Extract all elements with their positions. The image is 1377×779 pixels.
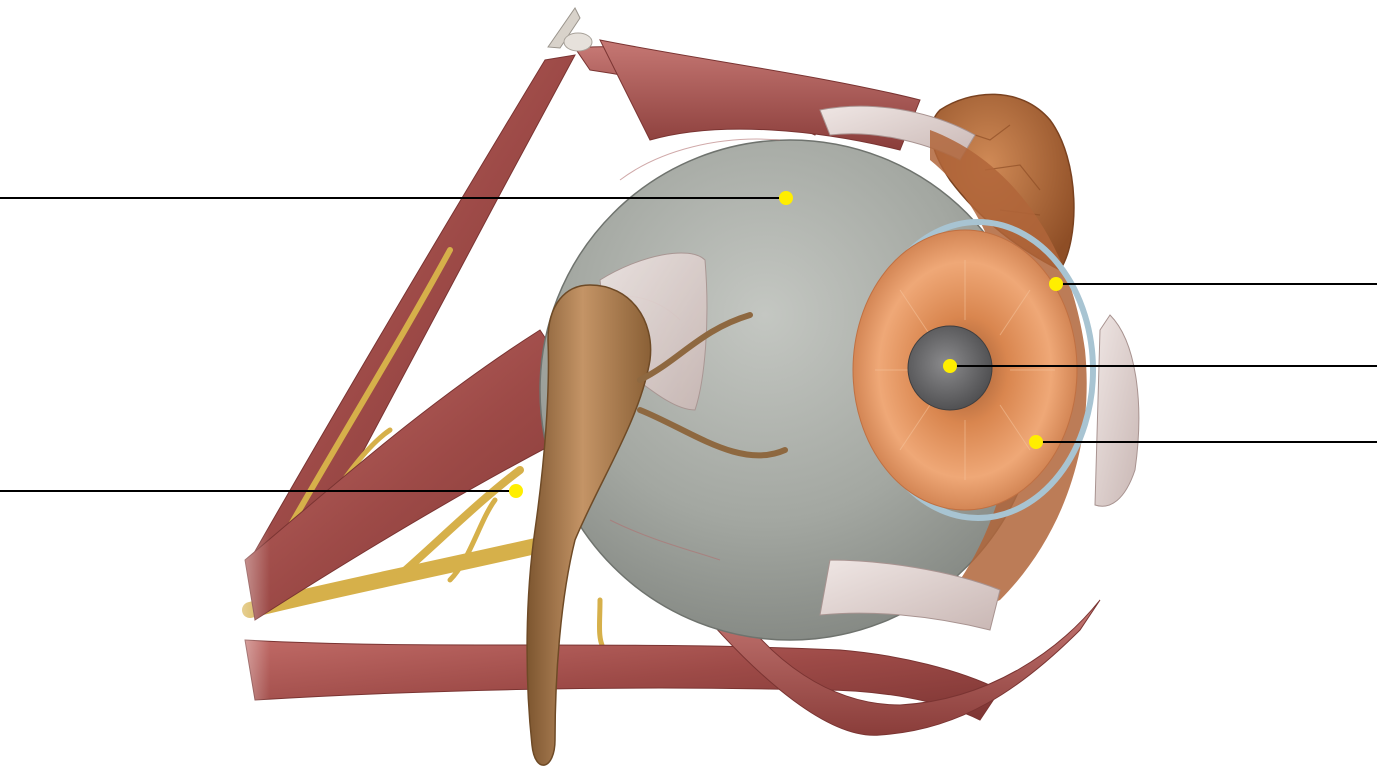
label-dot-pupil[interactable] [943, 359, 957, 373]
medial-rectus-sheath [1095, 315, 1139, 506]
label-dot-nerve[interactable] [509, 484, 523, 498]
left-fade-overlay [200, 520, 270, 740]
trochlea [548, 8, 592, 51]
label-dot-cornea[interactable] [1049, 277, 1063, 291]
label-dot-sclera[interactable] [779, 191, 793, 205]
label-dot-iris[interactable] [1029, 435, 1043, 449]
